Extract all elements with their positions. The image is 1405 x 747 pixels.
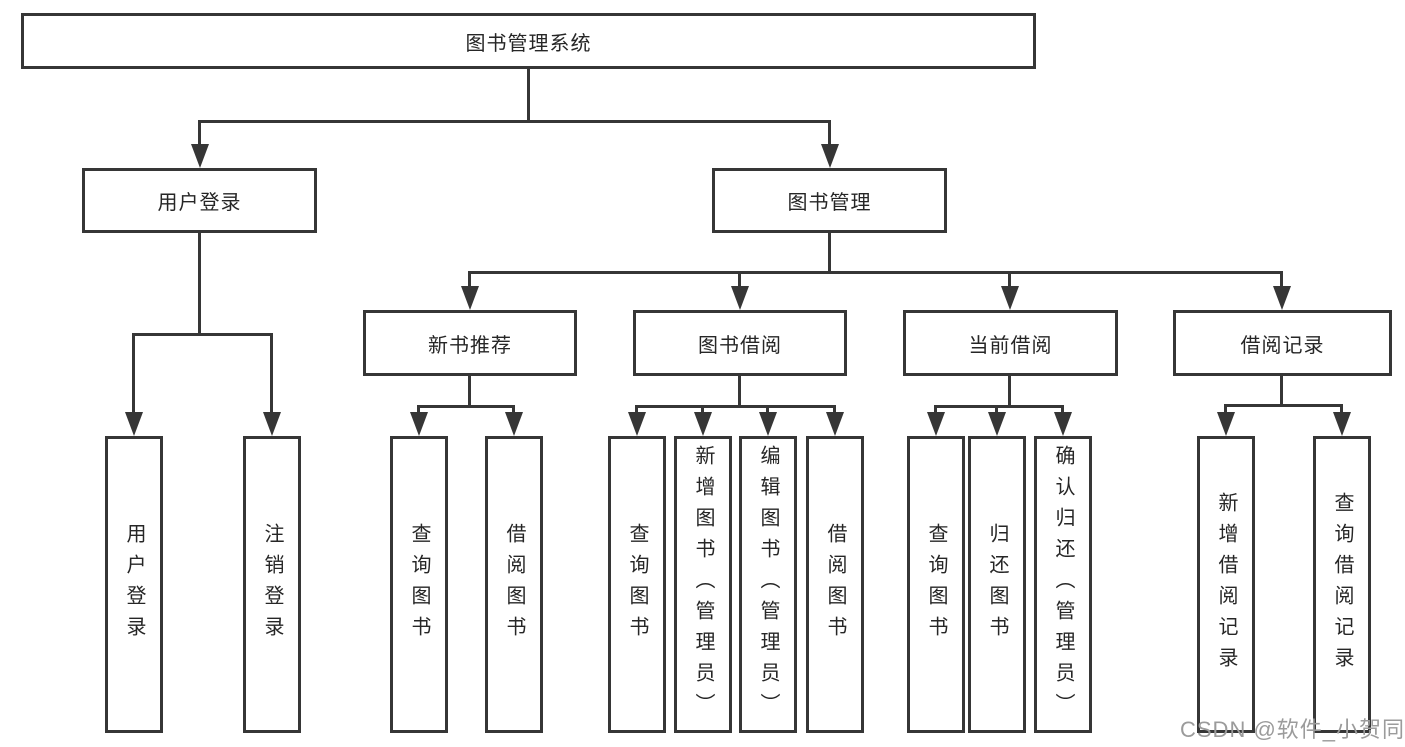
connector-line	[934, 405, 1064, 408]
arrowhead-down	[1273, 286, 1291, 310]
connector-line	[198, 120, 201, 146]
arrowhead-down	[628, 412, 646, 436]
node-library-system: 图书管理系统	[21, 13, 1036, 69]
leaf-query-books-current: 查询图书	[907, 436, 965, 733]
node-book-borrowing: 图书借阅	[633, 310, 847, 376]
csdn-watermark: CSDN @软件_小贺同学	[1180, 717, 1405, 742]
node-label: 当前借阅	[968, 334, 1053, 357]
connector-line	[468, 271, 471, 289]
arrowhead-down	[461, 286, 479, 310]
connector-line	[468, 271, 1283, 274]
connector-line	[527, 69, 530, 121]
node-label: 图书管理	[787, 192, 872, 214]
leaf-add-borrow-record: 新增借阅记录	[1197, 436, 1255, 733]
arrowhead-down	[927, 412, 945, 436]
leaf-label: 注销登录	[261, 522, 283, 647]
connector-line	[833, 405, 836, 414]
arrowhead-down	[1333, 412, 1351, 436]
leaf-label: 查询图书	[925, 522, 947, 647]
connector-line	[738, 271, 741, 289]
leaf-label: 借阅图书	[824, 522, 846, 647]
leaf-label: 用户登录	[123, 522, 145, 647]
connector-line	[1280, 271, 1283, 289]
leaf-label: 查询图书	[408, 522, 430, 647]
leaf-label: 查询借阅记录	[1331, 491, 1353, 678]
connector-line	[828, 232, 831, 273]
leaf-confirm-return-admin: 确认归还（管理员）	[1034, 436, 1092, 733]
leaf-query-books-recommend: 查询图书	[390, 436, 448, 733]
node-label: 图书借阅	[698, 334, 782, 357]
leaf-edit-book-admin: 编辑图书（管理员）	[739, 436, 797, 733]
arrowhead-down	[191, 144, 209, 168]
connector-line	[1224, 404, 1227, 414]
arrowhead-down	[759, 412, 777, 436]
arrowhead-down	[694, 412, 712, 436]
leaf-logout: 注销登录	[243, 436, 301, 733]
connector-line	[934, 405, 937, 414]
arrowhead-down	[826, 412, 844, 436]
connector-line	[198, 232, 201, 335]
leaf-borrow-books-recommend: 借阅图书	[485, 436, 543, 733]
node-borrowing-records: 借阅记录	[1173, 310, 1392, 376]
node-label: 用户登录	[157, 192, 242, 214]
connector-line	[417, 405, 420, 414]
node-label: 借阅记录	[1240, 334, 1325, 357]
leaf-label: 查询图书	[626, 522, 648, 647]
node-user-login: 用户登录	[82, 168, 317, 233]
arrowhead-down	[410, 412, 428, 436]
connector-line	[1008, 271, 1011, 289]
connector-line	[635, 405, 638, 414]
connector-line	[417, 405, 515, 408]
leaf-label: 新增图书（管理员）	[692, 445, 714, 724]
connector-line	[270, 333, 273, 414]
arrowhead-down	[988, 412, 1006, 436]
leaf-user-login: 用户登录	[105, 436, 163, 733]
arrowhead-down	[263, 412, 281, 436]
node-label: 新书推荐	[428, 334, 512, 357]
leaf-label: 确认归还（管理员）	[1052, 445, 1074, 724]
leaf-label: 借阅图书	[503, 522, 525, 647]
node-new-book-recommend: 新书推荐	[363, 310, 577, 376]
leaf-query-borrow-record: 查询借阅记录	[1313, 436, 1371, 733]
connector-line	[635, 405, 836, 408]
node-label: 图书管理系统	[465, 32, 592, 55]
connector-line	[828, 120, 831, 146]
connector-line	[132, 333, 135, 414]
leaf-return-books: 归还图书	[968, 436, 1026, 733]
connector-line	[995, 405, 998, 414]
arrowhead-down	[821, 144, 839, 168]
connector-line	[738, 375, 741, 407]
connector-line	[512, 405, 515, 414]
connector-line	[198, 120, 831, 123]
leaf-label: 编辑图书（管理员）	[757, 445, 779, 724]
connector-line	[1340, 404, 1343, 414]
node-book-management: 图书管理	[712, 168, 947, 233]
connector-line	[766, 405, 769, 414]
arrowhead-down	[125, 412, 143, 436]
arrowhead-down	[1217, 412, 1235, 436]
arrowhead-down	[1054, 412, 1072, 436]
connector-line	[468, 375, 471, 407]
leaf-add-book-admin: 新增图书（管理员）	[674, 436, 732, 733]
arrowhead-down	[505, 412, 523, 436]
connector-line	[1224, 404, 1343, 407]
arrowhead-down	[1001, 286, 1019, 310]
node-current-borrowing: 当前借阅	[903, 310, 1118, 376]
connector-line	[1280, 375, 1283, 406]
connector-line	[1008, 375, 1011, 407]
leaf-borrow-books-borrowing: 借阅图书	[806, 436, 864, 733]
connector-line	[132, 333, 273, 336]
leaf-label: 新增借阅记录	[1215, 491, 1237, 678]
connector-line	[701, 405, 704, 414]
arrowhead-down	[731, 286, 749, 310]
connector-line	[1061, 405, 1064, 414]
leaf-query-books-borrowing: 查询图书	[608, 436, 666, 733]
leaf-label: 归还图书	[986, 522, 1008, 647]
